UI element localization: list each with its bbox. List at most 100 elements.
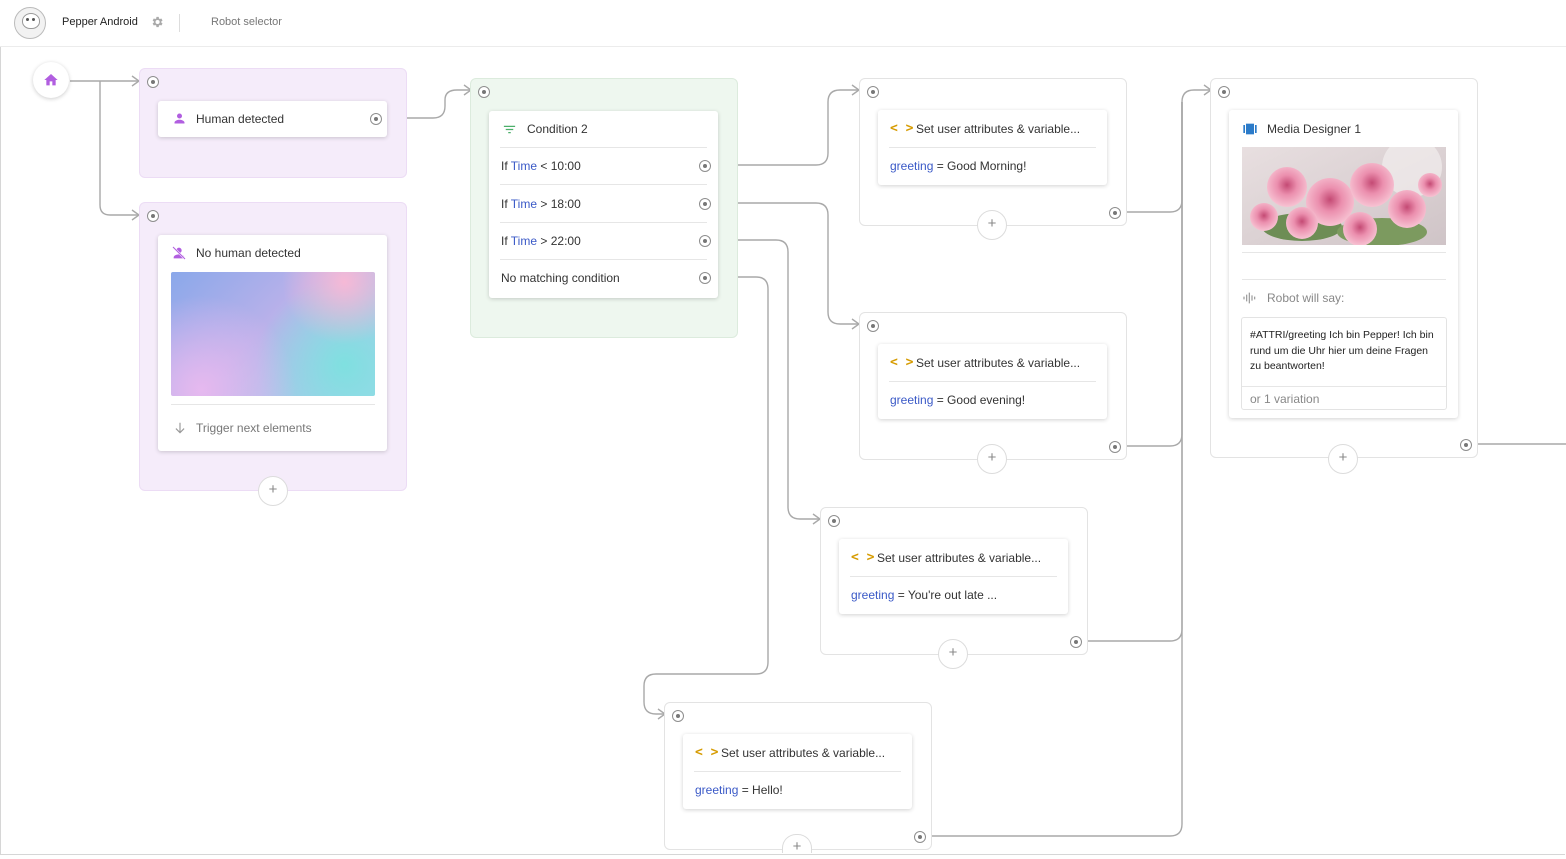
card-divider [889, 147, 1096, 148]
group-human-detected: Human detected [139, 68, 407, 178]
input-port[interactable] [867, 320, 879, 332]
card-divider [850, 576, 1057, 577]
robot-face-icon [22, 13, 40, 29]
card-title: Set user attributes & variable... [721, 746, 886, 760]
gradient-image [171, 272, 375, 396]
variable-name: greeting [695, 783, 739, 797]
arrow-down-icon [175, 422, 185, 434]
person-icon [174, 113, 185, 124]
speech-divider [1242, 386, 1446, 387]
robot-eye [26, 18, 29, 21]
input-port[interactable] [1218, 86, 1230, 98]
robot-eye [32, 18, 35, 21]
group-set-attributes-4: < > Set user attributes & variable... gr… [664, 702, 932, 855]
add-element-button[interactable]: + [782, 834, 812, 855]
speech-box[interactable]: #ATTRI/greeting Ich bin Pepper! Ich bin … [1241, 317, 1447, 410]
card-title: No human detected [196, 246, 301, 260]
home-button[interactable] [33, 62, 69, 98]
add-element-button[interactable]: + [258, 476, 288, 506]
assignment-row: greeting = Good Morning! [890, 159, 1026, 173]
code-icon: < > [851, 550, 875, 565]
condition-row-1[interactable]: If Time < 10:00 [501, 159, 581, 173]
variable-name: greeting [890, 159, 934, 173]
input-port[interactable] [478, 86, 490, 98]
output-port[interactable] [370, 113, 382, 125]
row-prefix: If [501, 159, 508, 173]
filter-icon [503, 125, 516, 134]
input-port[interactable] [147, 76, 159, 88]
robot-avatar[interactable] [14, 7, 46, 39]
variations-label[interactable]: or 1 variation [1250, 392, 1320, 406]
output-port[interactable] [699, 235, 711, 247]
add-element-button[interactable]: + [938, 639, 968, 669]
row-prefix: If [501, 234, 508, 248]
output-port[interactable] [1109, 441, 1121, 453]
robot-will-say-label: Robot will say: [1267, 291, 1345, 305]
header-divider [179, 14, 180, 32]
variable-name: greeting [851, 588, 895, 602]
card-set-attributes[interactable]: < > Set user attributes & variable... gr… [878, 344, 1107, 419]
card-divider [889, 381, 1096, 382]
card-set-attributes[interactable]: < > Set user attributes & variable... gr… [683, 734, 912, 809]
assignment-row: greeting = Good evening! [890, 393, 1025, 407]
group-condition: Condition 2 If Time < 10:00 If Time > 18… [470, 78, 738, 338]
card-divider [500, 259, 707, 260]
code-icon: < > [695, 745, 719, 760]
card-divider [500, 222, 707, 223]
input-port[interactable] [867, 86, 879, 98]
card-condition[interactable]: Condition 2 If Time < 10:00 If Time > 18… [489, 111, 718, 298]
add-element-button[interactable]: + [977, 210, 1007, 240]
card-divider [500, 184, 707, 185]
card-media-designer[interactable]: Media Designer 1 [1229, 110, 1458, 418]
app-title: Pepper Android [62, 16, 138, 28]
card-human-detected[interactable]: Human detected [158, 101, 387, 137]
condition-fallback[interactable]: No matching condition [501, 271, 620, 285]
variable-value: = You're out late ... [897, 588, 998, 602]
card-title: Set user attributes & variable... [877, 551, 1042, 565]
card-divider [500, 147, 707, 148]
group-no-human-detected: No human detected Trigger next elements … [139, 202, 407, 506]
card-title: Media Designer 1 [1267, 122, 1362, 136]
output-port[interactable] [1109, 207, 1121, 219]
group-media-designer: Media Designer 1 [1210, 78, 1478, 474]
output-port[interactable] [914, 831, 926, 843]
card-divider [694, 771, 901, 772]
output-port[interactable] [1070, 636, 1082, 648]
group-set-attributes-1: < > Set user attributes & variable... gr… [859, 78, 1127, 240]
add-element-button[interactable]: + [1328, 444, 1358, 474]
media-icon [1243, 123, 1257, 135]
output-port[interactable] [699, 272, 711, 284]
output-port[interactable] [699, 198, 711, 210]
app-header: Pepper Android Robot selector [0, 0, 1566, 47]
card-title: Set user attributes & variable... [916, 356, 1081, 370]
person-off-icon [172, 246, 186, 260]
code-icon: < > [890, 121, 914, 136]
row-variable: Time [510, 234, 538, 248]
condition-row-3[interactable]: If Time > 22:00 [501, 234, 581, 248]
robot-selector[interactable]: Robot selector [211, 16, 282, 28]
row-operator: < 10:00 [540, 159, 581, 173]
input-port[interactable] [828, 515, 840, 527]
variable-value: = Good Morning! [936, 159, 1027, 173]
row-variable: Time [510, 159, 538, 173]
home-icon [44, 74, 58, 86]
card-set-attributes[interactable]: < > Set user attributes & variable... gr… [878, 110, 1107, 185]
add-element-button[interactable]: + [977, 444, 1007, 474]
group-set-attributes-2: < > Set user attributes & variable... gr… [859, 312, 1127, 474]
variable-value: = Good evening! [936, 393, 1026, 407]
output-port[interactable] [1460, 439, 1472, 451]
code-icon: < > [890, 355, 914, 370]
input-port[interactable] [672, 710, 684, 722]
card-divider [171, 404, 375, 405]
input-port[interactable] [147, 210, 159, 222]
card-no-human-detected[interactable]: No human detected Trigger next elements [158, 235, 387, 451]
row-operator: > 22:00 [540, 234, 581, 248]
gear-icon[interactable] [150, 15, 164, 29]
variable-value: = Hello! [741, 783, 783, 797]
speech-text: #ATTRI/greeting Ich bin Pepper! Ich bin … [1250, 329, 1434, 372]
card-set-attributes[interactable]: < > Set user attributes & variable... gr… [839, 539, 1068, 614]
output-port[interactable] [699, 160, 711, 172]
trigger-next-label: Trigger next elements [196, 421, 312, 435]
condition-row-2[interactable]: If Time > 18:00 [501, 197, 581, 211]
